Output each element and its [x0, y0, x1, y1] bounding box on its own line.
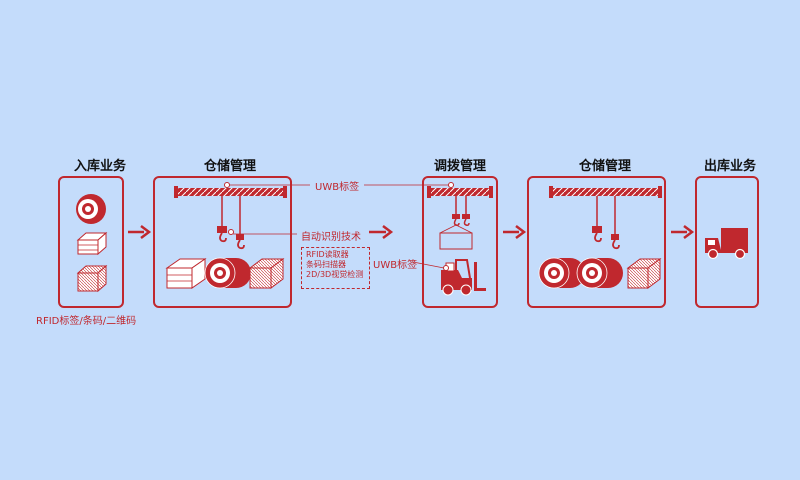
stage-title-outbound: 出库业务: [703, 159, 756, 174]
crate-icon: [248, 258, 285, 289]
sheet-stack-icon: [165, 258, 207, 289]
auto-id-tech-label: 自动识别技术: [299, 228, 363, 243]
uwb-tag-side-label: UWB标签: [373, 260, 418, 271]
steel-coil-icon: [204, 257, 251, 289]
forklift-icon: [441, 259, 486, 296]
stage-title-storage-2: 仓储管理: [578, 159, 631, 174]
storage-box-2: [527, 176, 666, 308]
steel-coil-icon: [76, 194, 106, 224]
crate-icon: [626, 258, 662, 289]
flow-arrow: [503, 225, 527, 239]
steel-coil-icon: [576, 257, 623, 289]
stage-title-storage-1: 仓储管理: [203, 159, 256, 174]
flow-arrow: [369, 225, 394, 239]
gantry-crane-icon: [549, 186, 662, 250]
transfer-box: [422, 176, 498, 308]
stage-title-inbound: 入库业务: [73, 159, 126, 174]
flow-arrow: [671, 225, 695, 239]
tech-list-box: RFID读取器 条码扫描器 2D/3D视觉检测: [301, 247, 370, 289]
gantry-crane-icon: [427, 182, 493, 250]
storage-box-1: [153, 176, 292, 308]
flow-arrow: [128, 225, 152, 239]
tech-list-item: RFID读取器: [306, 250, 349, 259]
stage-title-transfer: 调拨管理: [433, 159, 486, 174]
outbound-box: [695, 176, 759, 308]
crate-icon: [76, 264, 108, 293]
gantry-crane-icon: [174, 182, 287, 250]
rfid-tag-label: RFID标签/条码/二维码: [36, 316, 137, 327]
uwb-tag-label: UWB标签: [313, 178, 362, 193]
inbound-box: [58, 176, 124, 308]
steel-coil-icon: [538, 257, 585, 289]
sheet-stack-icon: [76, 231, 108, 256]
uwb-side-callout-line: [412, 261, 445, 269]
tech-list-item: 条码扫描器: [306, 260, 346, 269]
truck-icon: [705, 228, 748, 260]
tech-list-item: 2D/3D视觉检测: [306, 270, 364, 279]
